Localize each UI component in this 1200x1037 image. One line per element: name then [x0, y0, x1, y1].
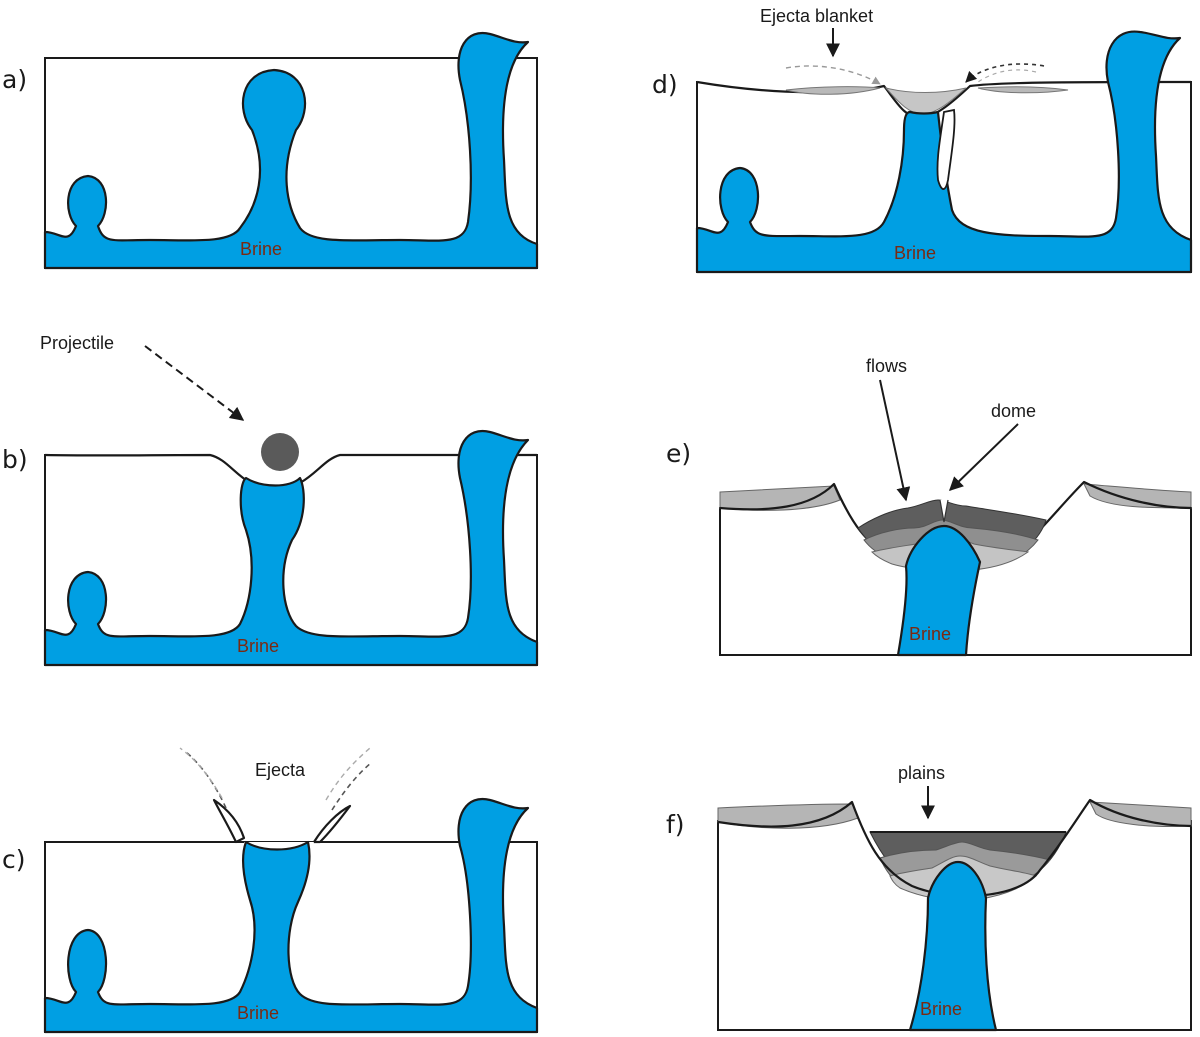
panel-a-brine-label: Brine: [240, 239, 282, 259]
panel-b-brine: [43, 429, 539, 667]
ejecta-blanket-trajectory-right-2: [977, 69, 1037, 83]
ejecta-trajectory-left-outer: [179, 747, 223, 799]
panel-d-ejecta-blanket-label: Ejecta blanket: [760, 6, 873, 26]
panel-e-label: e): [666, 439, 691, 468]
panel-c: c) Ejecta Brine: [2, 747, 539, 1034]
brine-fracture: [936, 108, 956, 190]
panel-e: e) flows dome Brine: [666, 356, 1192, 657]
panel-c-brine-label: Brine: [237, 1003, 279, 1023]
ejecta-blanket-left: [785, 86, 881, 95]
ejecta-trajectory-right-outer: [325, 747, 371, 801]
panel-f-label: f): [666, 810, 685, 839]
crater-fill-deposit: [884, 87, 967, 115]
flows-arrow: [879, 379, 911, 502]
panel-a: a) Brine: [2, 31, 539, 270]
panel-c-ejecta-left-wall: [212, 798, 246, 844]
panel-c-label: c): [2, 845, 26, 874]
panel-c-ejecta-right-wall: [312, 804, 352, 844]
panel-e-brine: [896, 524, 982, 657]
panel-b-projectile-label: Projectile: [40, 333, 114, 353]
panel-f-brine-label: Brine: [920, 999, 962, 1019]
panel-c-ejecta-label: Ejecta: [255, 760, 306, 780]
dome-crack: [939, 499, 949, 523]
panel-d: d) Ejecta blanket Brine: [652, 6, 1193, 274]
panel-f-plains-label: plains: [898, 763, 945, 783]
ejecta-trajectory-right-inner: [331, 761, 373, 811]
panel-d-label: d): [652, 70, 678, 99]
ejecta-trajectory-left-inner: [185, 751, 227, 809]
ejecta-blanket-right: [977, 86, 1069, 94]
projectile-arrow: [144, 345, 245, 421]
panel-b-label: b): [2, 445, 28, 474]
panel-b: b) Projectile Brine: [2, 333, 539, 667]
panel-a-brine: [43, 31, 539, 270]
panel-b-brine-label: Brine: [237, 636, 279, 656]
panel-e-rim-deposit-right: [1083, 483, 1192, 509]
panel-c-brine: [43, 797, 539, 1034]
panel-e-dome-label: dome: [991, 401, 1036, 421]
panel-a-label: a): [2, 65, 27, 94]
panel-f: f) plains Brine: [666, 763, 1192, 1032]
ejecta-blanket-trajectory-left: [785, 65, 881, 85]
panel-e-flows-label: flows: [866, 356, 907, 376]
panel-f-rim-deposit-right: [1089, 801, 1192, 827]
panel-f-brine: [908, 860, 998, 1032]
panel-d-brine-label: Brine: [894, 243, 936, 263]
ejecta-blanket-trajectory-right: [965, 63, 1045, 83]
projectile-ball: [261, 433, 299, 471]
dome-arrow: [948, 423, 1019, 491]
panel-e-brine-label: Brine: [909, 624, 951, 644]
